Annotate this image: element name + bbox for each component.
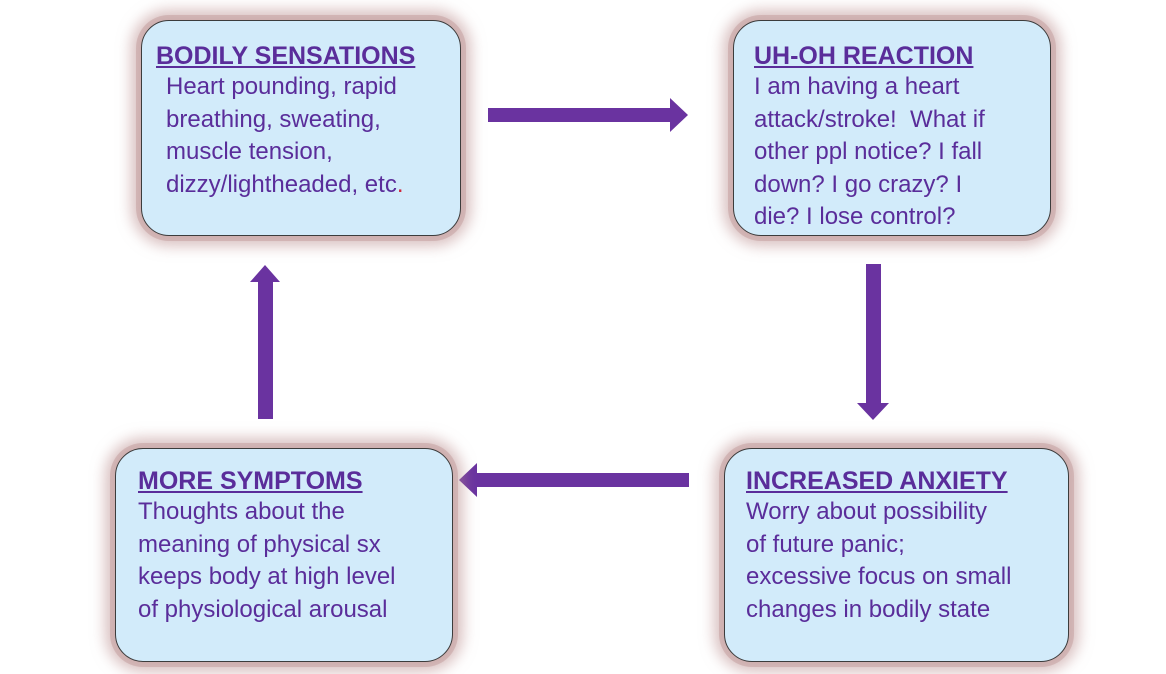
- text-line: changes in bodily state: [746, 595, 991, 623]
- increased-anxiety-title: INCREASED ANXIETY: [746, 467, 1008, 495]
- bodily-sensations-box: BODILY SENSATIONS Heart pounding, rapid …: [141, 20, 461, 236]
- uh-oh-reaction-box: UH-OH REACTION I am having a heart attac…: [733, 20, 1051, 236]
- text-line: Worry about possibility: [746, 498, 987, 525]
- text-line: of future panic;: [746, 530, 905, 558]
- bodily-sensations-text: Heart pounding, rapid breathing, sweatin…: [156, 71, 460, 201]
- red-period: .: [396, 170, 404, 198]
- bodily-sensations-title: BODILY SENSATIONS: [156, 42, 416, 70]
- text-line: meaning of physical sx: [138, 530, 381, 558]
- arrow-left: [459, 463, 689, 497]
- uh-oh-reaction-title: UH-OH REACTION: [754, 42, 974, 70]
- arrow-up: [250, 265, 280, 419]
- more-symptoms-text: Thoughts about the meaning of physical s…: [138, 496, 452, 626]
- increased-anxiety-text: Worry about possibility of future panic;…: [746, 496, 1068, 626]
- more-symptoms-title: MORE SYMPTOMS: [138, 467, 363, 495]
- text-line: of physiological arousal: [138, 595, 388, 623]
- text-line: excessive focus on small: [746, 563, 1012, 590]
- text-line-content: dizzy/lightheaded, etc: [166, 170, 397, 198]
- uh-oh-reaction-text: I am having a heart attack/stroke! What …: [754, 71, 1050, 234]
- text-line: breathing, sweating,: [166, 105, 381, 133]
- text-line: die? I lose control?: [754, 203, 956, 230]
- increased-anxiety-box: INCREASED ANXIETY Worry about possibilit…: [724, 448, 1069, 662]
- text-line: attack/stroke! What if: [754, 105, 985, 133]
- text-line: keeps body at high level: [138, 563, 396, 590]
- text-line: I am having a heart: [754, 73, 960, 100]
- text-line: dizzy/lightheaded, etc.: [166, 169, 460, 202]
- more-symptoms-box: MORE SYMPTOMS Thoughts about the meaning…: [115, 448, 453, 662]
- text-line: muscle tension,: [166, 138, 333, 165]
- text-line: other ppl notice? I fall: [754, 138, 983, 165]
- text-line: down? I go crazy? I: [754, 170, 963, 198]
- arrow-right: [488, 98, 688, 132]
- arrow-down: [857, 264, 889, 420]
- text-line: Thoughts about the: [138, 498, 345, 525]
- text-line: Heart pounding, rapid: [166, 73, 397, 100]
